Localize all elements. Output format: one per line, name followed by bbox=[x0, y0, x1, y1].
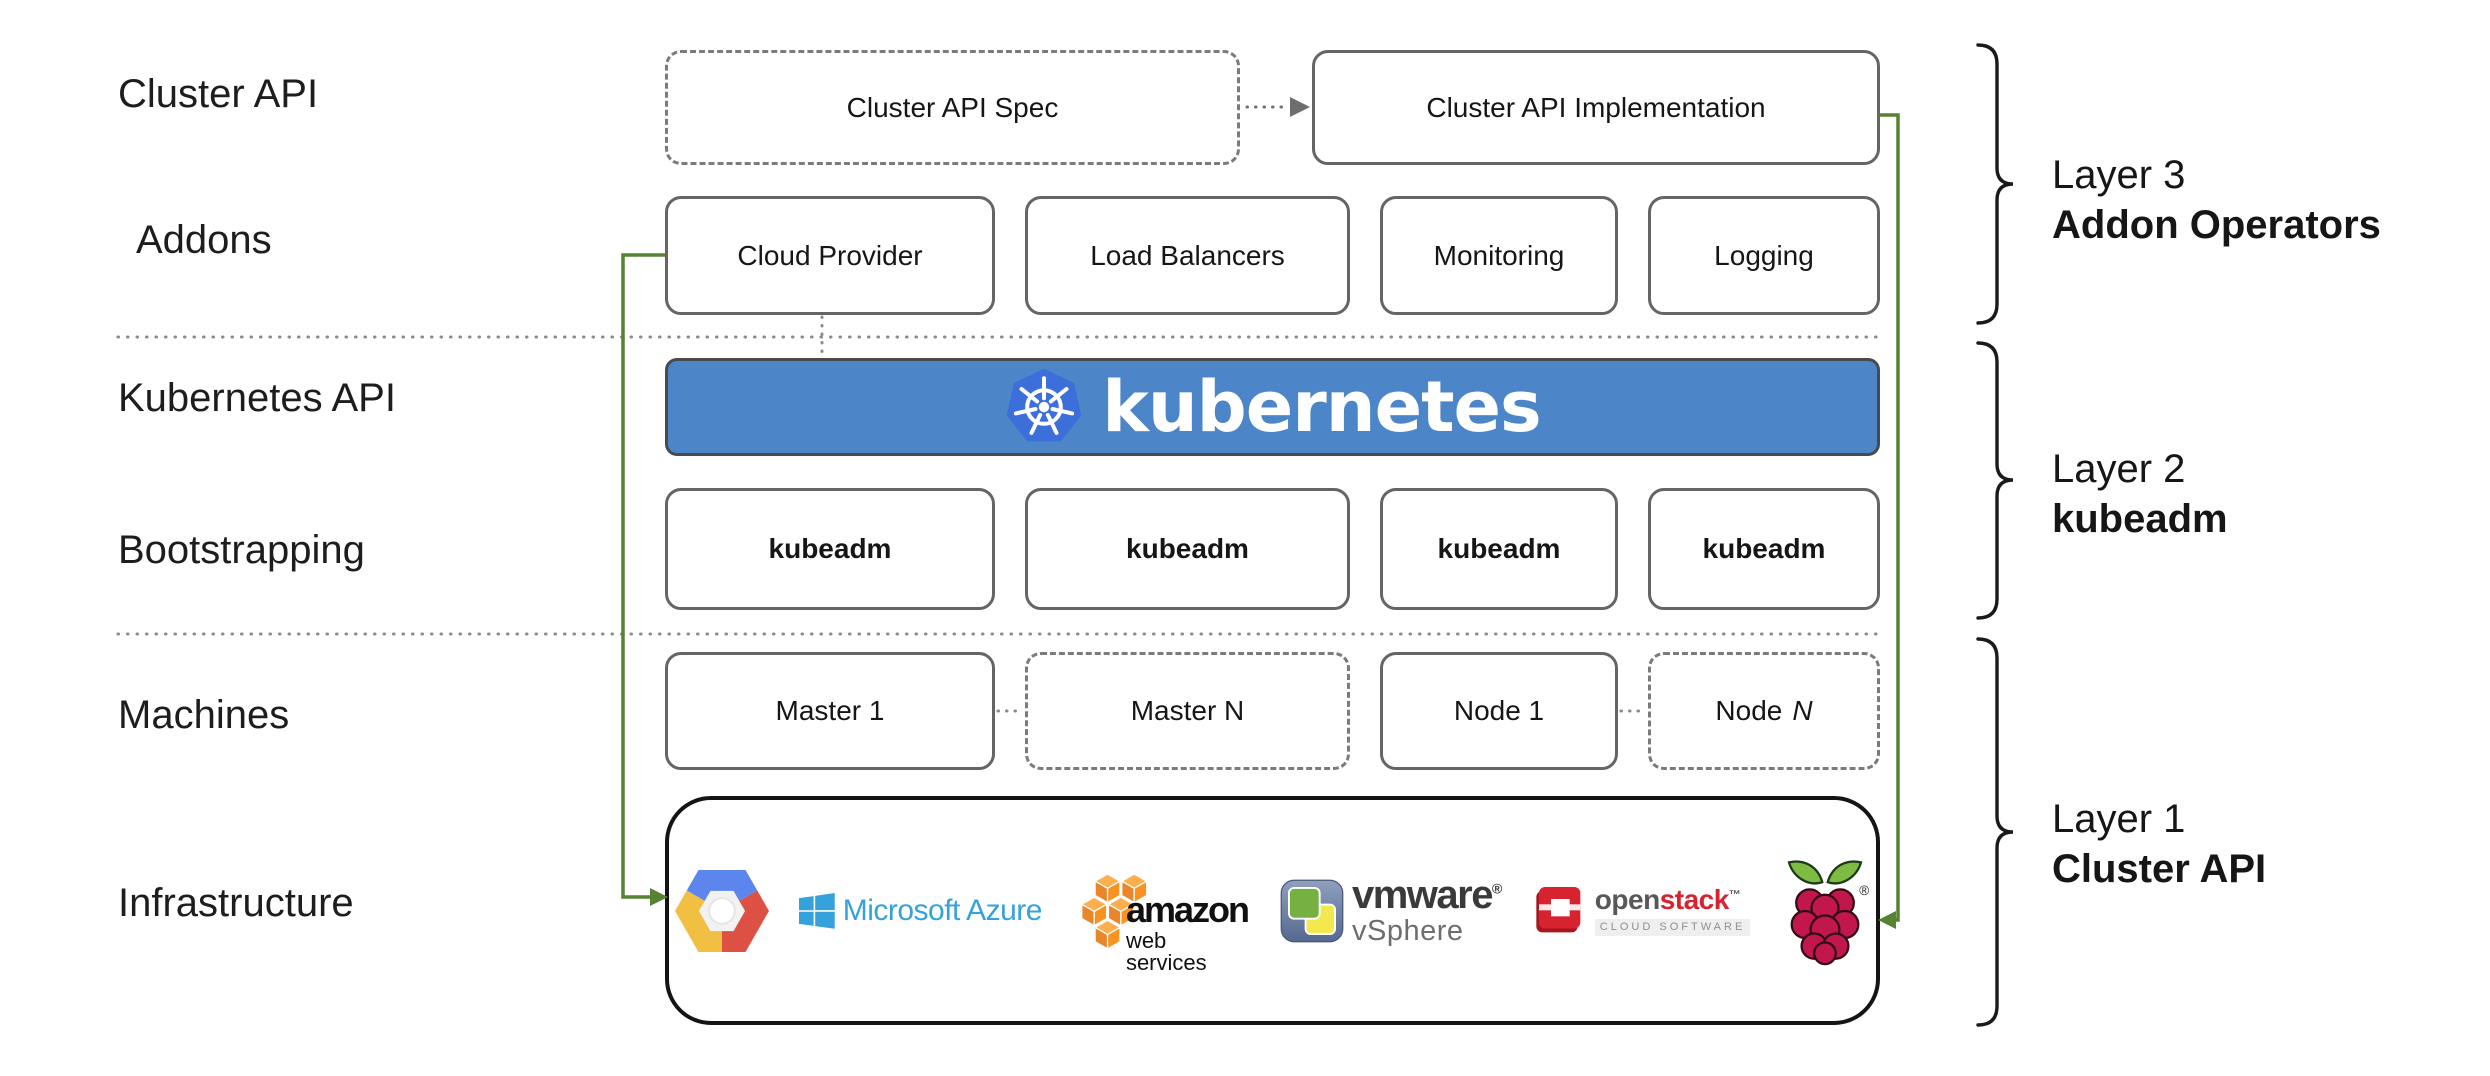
raspberry-pi-icon: ® bbox=[1787, 859, 1869, 965]
box-label: kubeadm bbox=[1437, 533, 1561, 564]
registered-mark: ® bbox=[1859, 882, 1869, 897]
box-node-n: Node N bbox=[1648, 652, 1880, 770]
aws-logo: amazon web services bbox=[1072, 848, 1250, 974]
box-cluster-api-spec: Cluster API Spec bbox=[665, 50, 1240, 165]
box-cluster-api-implementation: Cluster API Implementation bbox=[1312, 50, 1880, 165]
row-label-cluster-api: Cluster API bbox=[118, 72, 319, 116]
box-label: Cluster API Implementation bbox=[1426, 91, 1766, 123]
right-green-arrowhead bbox=[1878, 911, 1896, 929]
box-kubeadm-3: kubeadm bbox=[1380, 488, 1618, 610]
box-label: Cluster API Spec bbox=[846, 91, 1059, 123]
layer2-subtitle: kubeadm bbox=[2052, 497, 2228, 541]
box-label: Monitoring bbox=[1433, 239, 1565, 271]
box-kubeadm-4: kubeadm bbox=[1648, 488, 1880, 610]
layer3-subtitle: Addon Operators bbox=[2052, 203, 2381, 247]
box-master-n: Master N bbox=[1025, 652, 1350, 770]
layer3-title: Layer 3 bbox=[2052, 153, 2186, 197]
box-label: Master N bbox=[1130, 695, 1245, 726]
box-label: Node 1 bbox=[1453, 695, 1545, 726]
box-label: kubeadm bbox=[1126, 533, 1249, 564]
openstack-wordmark: openstack™ bbox=[1594, 883, 1741, 915]
box-label: kubeadm bbox=[768, 533, 892, 564]
box-label: Cloud Provider bbox=[737, 239, 923, 271]
box-kubeadm-1: kubeadm bbox=[665, 488, 995, 610]
box-label: Node bbox=[1715, 695, 1783, 726]
google-cloud-logo bbox=[674, 869, 769, 952]
vmware-vsphere-logo: vmware® vSphere bbox=[1280, 873, 1502, 947]
openstack-logo: openstack™ CLOUD SOFTWARE bbox=[1531, 883, 1751, 939]
layer1-brace bbox=[1976, 637, 2014, 1027]
box-load-balancers: Load Balancers bbox=[1025, 196, 1350, 315]
openstack-icon bbox=[1536, 886, 1581, 932]
row-label-kubernetes-api: Kubernetes API bbox=[118, 376, 396, 420]
row-label-bootstrapping: Bootstrapping bbox=[118, 528, 365, 572]
kubernetes-wordmark: kubernetes bbox=[1102, 366, 1541, 448]
layer2-title: Layer 2 bbox=[2052, 447, 2186, 491]
box-node-1: Node 1 bbox=[1380, 652, 1618, 770]
box-label: Load Balancers bbox=[1090, 239, 1285, 271]
box-label-italic-n: N bbox=[1792, 695, 1813, 726]
aws-cubes-icon bbox=[1081, 872, 1148, 949]
box-kubeadm-2: kubeadm bbox=[1025, 488, 1350, 610]
layer1-subtitle: Cluster API bbox=[2052, 847, 2267, 891]
trademark-mark: ™ bbox=[1728, 887, 1741, 902]
azure-wordmark: Microsoft Azure bbox=[842, 893, 1043, 927]
cloud-software-text: CLOUD SOFTWARE bbox=[1594, 918, 1751, 936]
box-cloud-provider: Cloud Provider bbox=[665, 196, 995, 315]
box-label: Master 1 bbox=[775, 695, 885, 726]
box-label: kubeadm bbox=[1702, 533, 1826, 564]
box-master-1: Master 1 bbox=[665, 652, 995, 770]
kubernetes-logo-icon bbox=[1006, 368, 1082, 442]
registered-mark: ® bbox=[1491, 880, 1502, 897]
microsoft-azure-logo: Microsoft Azure bbox=[798, 892, 1043, 929]
spec-to-impl-arrowhead bbox=[1290, 97, 1310, 117]
vsphere-icon bbox=[1280, 879, 1344, 942]
row-label-infrastructure: Infrastructure bbox=[118, 881, 354, 925]
layer2-brace bbox=[1976, 341, 2014, 620]
layer1-title: Layer 1 bbox=[2052, 797, 2186, 841]
implementation-to-infrastructure-connector bbox=[1880, 113, 1900, 922]
cloudprovider-to-infrastructure-connector bbox=[621, 253, 665, 899]
kubernetes-banner: kubernetes bbox=[665, 358, 1880, 456]
amazon-wordmark: amazon bbox=[1125, 888, 1250, 930]
row-label-addons: Addons bbox=[136, 218, 272, 262]
vsphere-text: vSphere bbox=[1351, 915, 1464, 947]
azure-windows-icon bbox=[798, 892, 835, 929]
box-monitoring: Monitoring bbox=[1380, 196, 1618, 315]
layer3-brace bbox=[1976, 43, 2014, 325]
infrastructure-box: Microsoft Azure bbox=[665, 796, 1880, 1025]
aws-webservices-text: web services bbox=[1125, 927, 1207, 975]
google-cloud-icon bbox=[674, 869, 769, 952]
vmware-wordmark: vmware® bbox=[1351, 873, 1502, 917]
raspberry-pi-logo: ® bbox=[1780, 855, 1870, 967]
box-logging: Logging bbox=[1648, 196, 1880, 315]
box-label: Logging bbox=[1714, 239, 1814, 271]
row-label-machines: Machines bbox=[118, 693, 290, 737]
